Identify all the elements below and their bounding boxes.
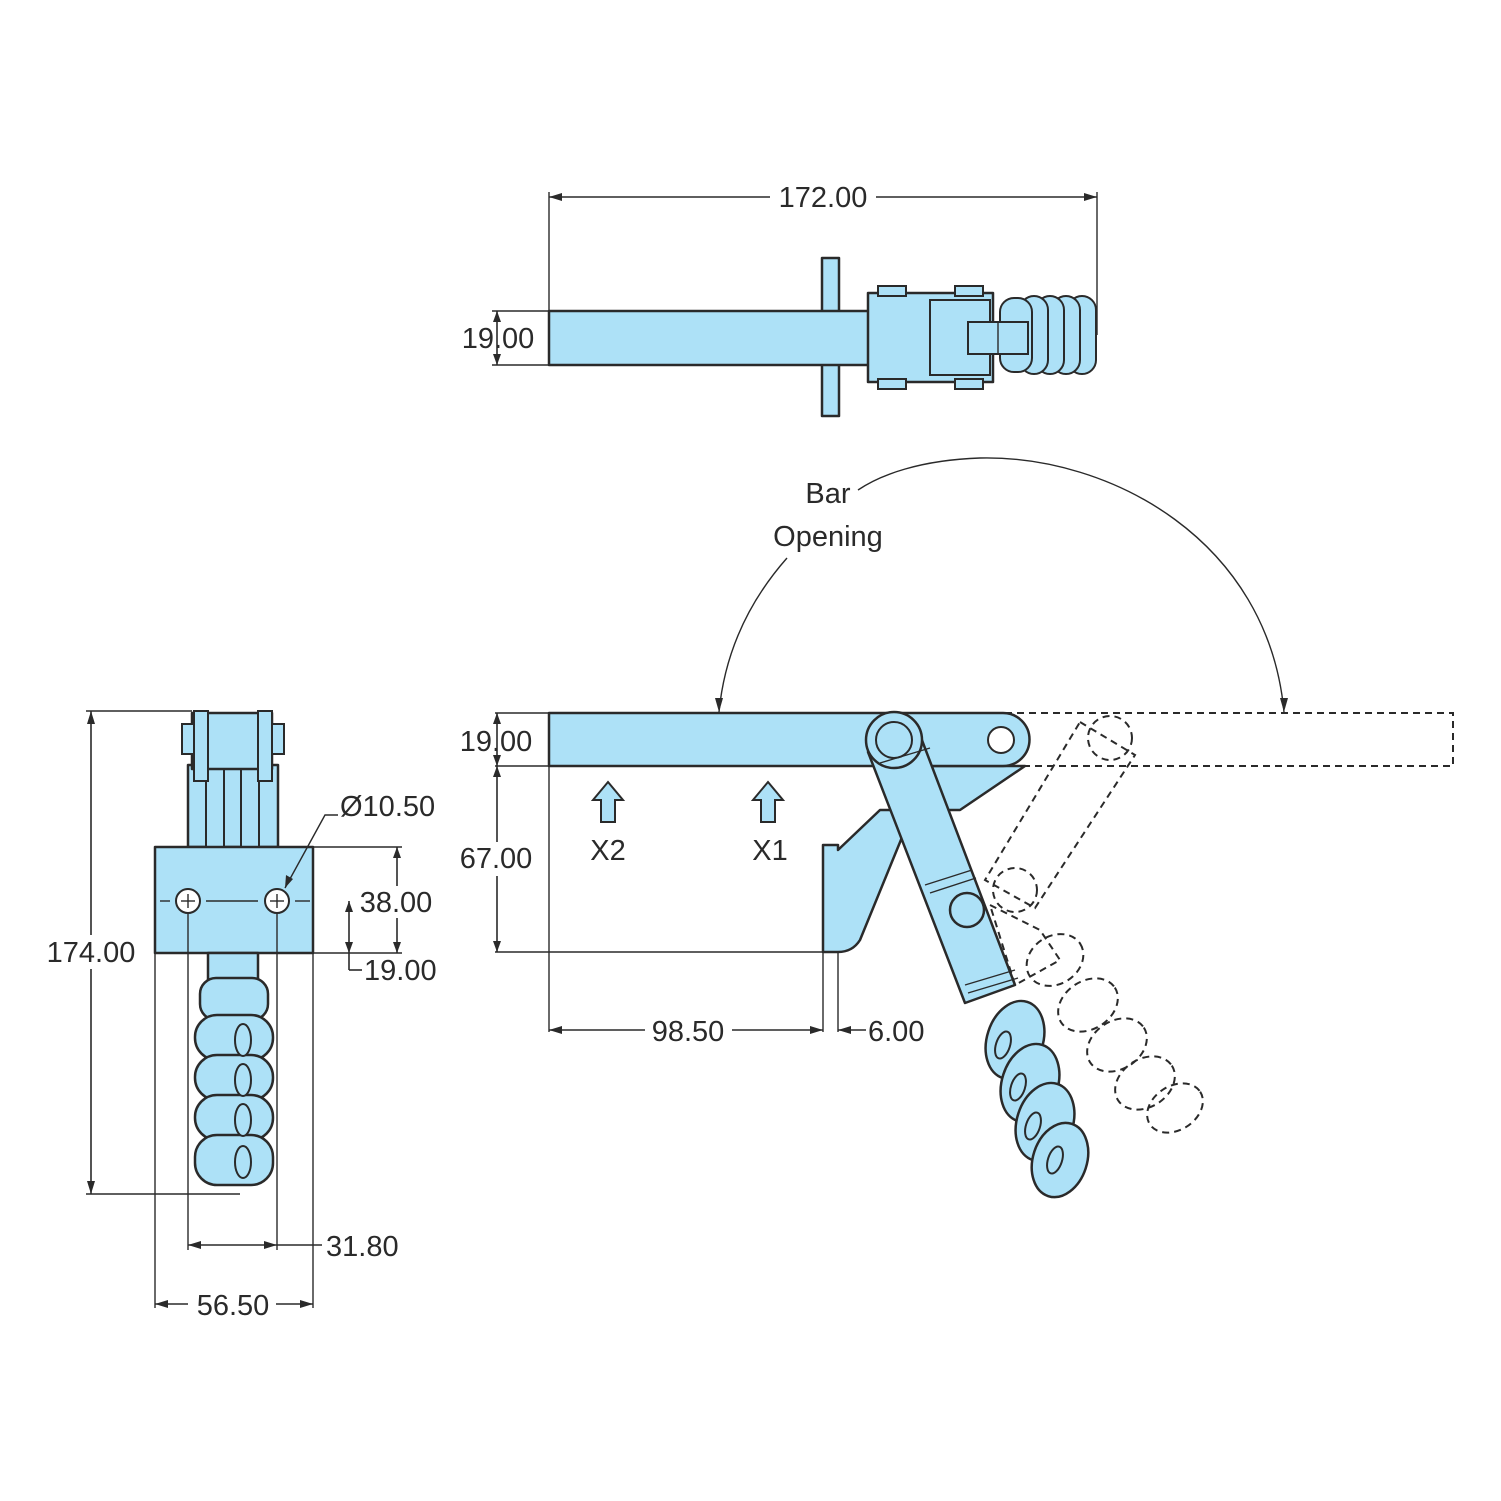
top-view-hinge-top-cap-left — [877, 285, 907, 297]
end-view-hole-spacing-label: 31.80 — [326, 1231, 399, 1263]
end-view-handle-grip — [193, 976, 275, 1187]
end-view-hole-diameter-label: Ø10.50 — [340, 791, 435, 823]
bar-height-label: 19.00 — [460, 726, 533, 758]
x2-arrow — [590, 780, 626, 823]
top-view-hinge-top-cap-right — [954, 285, 984, 297]
x1-label: X1 — [752, 835, 787, 867]
x2-label: X2 — [590, 835, 625, 867]
bar-pivot-hole — [987, 726, 1015, 754]
end-view: 174.00 Ø10.50 38.00 19.00 31.80 — [42, 710, 437, 1322]
top-view: 172.00 19.00 — [462, 182, 1098, 418]
end-view-hole-height-label: 19.00 — [364, 955, 437, 987]
handle-upper-pivot-hole — [875, 721, 913, 759]
end-view-base-width-label: 56.50 — [197, 1290, 270, 1322]
top-view-bar-width-label: 19.00 — [462, 323, 535, 355]
top-view-hinge-bottom-cap-left — [877, 378, 907, 390]
clamp-bar — [547, 711, 1031, 768]
top-view-bar — [547, 309, 881, 367]
side-view: Bar Opening — [455, 457, 1454, 1199]
end-view-overall-height-label: 174.00 — [47, 937, 136, 969]
end-view-base-height-label: 38.00 — [360, 887, 433, 919]
bar-opening-arc — [857, 457, 1285, 713]
base-height-label: 67.00 — [460, 843, 533, 875]
flange-thickness-label: 6.00 — [868, 1016, 924, 1048]
bar-opening-label-line1: Bar — [805, 478, 850, 510]
handle-lower-pivot — [948, 891, 986, 929]
handle-grip — [984, 999, 1090, 1199]
x1-arrow — [750, 780, 786, 823]
top-view-overall-length-label: 172.00 — [779, 182, 868, 214]
top-view-hinge-bottom-cap-right — [954, 378, 984, 390]
bar-opening-label-line2: Opening — [773, 521, 883, 553]
base-length-label: 98.50 — [652, 1016, 725, 1048]
